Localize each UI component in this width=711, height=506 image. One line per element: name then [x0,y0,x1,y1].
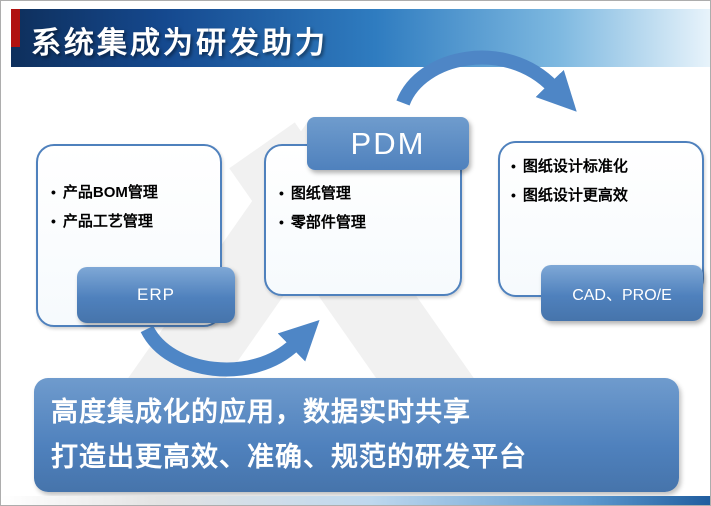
bullet-item: 产品BOM管理 [51,178,220,207]
pdm-bullet-list: 图纸管理 零部件管理 [266,146,460,237]
erp-chip: ERP [77,267,235,323]
summary-line1: 高度集成化的应用，数据实时共享 [51,397,471,427]
title-red-accent-mark [11,9,20,47]
erp-bullet-list: 产品BOM管理 产品工艺管理 [38,146,220,236]
slide-title: 系统集成为研发助力 [31,27,328,60]
summary-line2: 打造出更高效、准确、规范的研发平台 [51,442,527,472]
pdm-chip: PDM [307,117,469,170]
bullet-item: 图纸设计标准化 [511,152,702,181]
title-bar: 系统集成为研发助力 [11,9,710,67]
bullet-item: 零部件管理 [279,208,460,237]
cad-bullet-list: 图纸设计标准化 图纸设计更高效 [500,143,702,210]
bullet-item: 图纸管理 [279,179,460,208]
bottom-gradient-strip [1,496,710,505]
bullet-item: 图纸设计更高效 [511,181,702,210]
cad-chip: CAD、PRO/E [541,265,703,321]
bullet-item: 产品工艺管理 [51,207,220,236]
summary-banner: 高度集成化的应用，数据实时共享 打造出更高效、准确、规范的研发平台 [34,378,679,492]
